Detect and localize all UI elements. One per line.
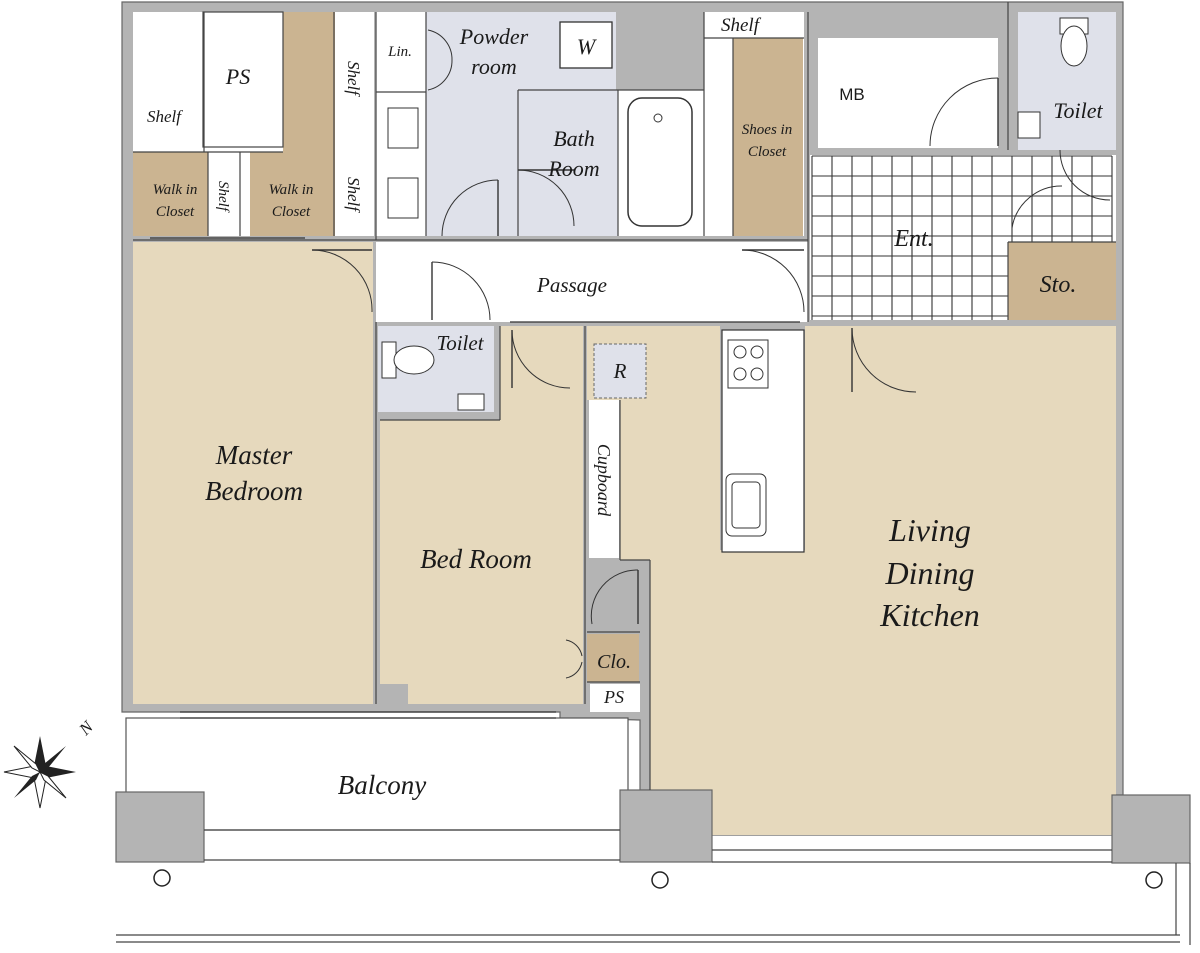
shelf-top-left xyxy=(133,82,203,152)
label-balcony: Balcony xyxy=(338,770,426,800)
label-toilet-top: Toilet xyxy=(1053,98,1103,123)
living-dining-kitchen xyxy=(587,326,1116,835)
label-powder-room-line2: room xyxy=(471,54,517,79)
label-ldk-line2: Dining xyxy=(885,555,975,591)
label-ldk-line1: Living xyxy=(888,512,971,548)
stove-icon xyxy=(727,339,769,389)
label-linen: Lin. xyxy=(387,44,412,60)
balcony-column-mid xyxy=(619,789,713,863)
balcony-column-left xyxy=(115,791,205,863)
shelf-mid xyxy=(210,152,238,236)
balcony-column-right xyxy=(1111,794,1191,864)
label-master-bedroom-line1: Master xyxy=(215,440,293,470)
label-bath-room-line1: Bath xyxy=(553,126,595,151)
ps-bottom-area xyxy=(590,684,640,712)
walk-in-closet-1 xyxy=(133,152,208,236)
label-shelf-top-left: Shelf xyxy=(147,107,183,126)
kitchen-sink-icon xyxy=(725,473,767,537)
label-ps-bottom: PS xyxy=(603,687,624,707)
compass-icon xyxy=(3,736,76,809)
label-shelf-mid: Shelf xyxy=(215,181,231,213)
washer-box xyxy=(559,21,613,69)
label-bed-room: Bed Room xyxy=(420,544,532,574)
column-marker-1 xyxy=(153,869,171,887)
balcony xyxy=(125,717,629,831)
room-labels: PS Shelf Walk in Closet Shelf Walk in Cl… xyxy=(75,15,1104,800)
label-ps-top: PS xyxy=(225,64,250,89)
column-marker-3 xyxy=(1145,871,1163,889)
label-closet-small: Clo. xyxy=(597,651,631,673)
passage xyxy=(376,242,808,322)
cupboard xyxy=(589,400,619,558)
label-walk-in-closet-2-line1: Walk in xyxy=(269,182,314,198)
vanity-sink-2-icon xyxy=(387,177,419,219)
windows xyxy=(150,237,800,719)
shelf-vertical xyxy=(336,12,374,236)
label-refrigerator: R xyxy=(613,359,627,383)
label-washer: W xyxy=(577,34,597,59)
mb-room xyxy=(818,38,998,148)
label-shoes-in-closet-line1: Shoes in xyxy=(742,122,792,138)
label-shoes-in-closet-line2: Closet xyxy=(748,144,787,160)
toilet-sink-top xyxy=(1017,111,1041,139)
column-marker-2 xyxy=(651,871,669,889)
walk-in-closet-2 xyxy=(250,12,335,236)
label-shelf-entry: Shelf xyxy=(721,15,762,36)
toilet-bowl-mid xyxy=(393,345,435,375)
label-bath-room-line2: Room xyxy=(547,156,599,181)
label-toilet-mid: Toilet xyxy=(436,331,484,355)
label-shelf-vertical-upper: Shelf xyxy=(344,61,363,97)
label-walk-in-closet-1-line2: Closet xyxy=(156,204,195,220)
vanity-sink-1-icon xyxy=(387,107,419,149)
label-storage: Sto. xyxy=(1040,272,1077,298)
shoes-in-closet xyxy=(733,38,803,236)
partitions xyxy=(133,2,1116,790)
label-master-bedroom-line2: Bedroom xyxy=(205,476,303,506)
master-bedroom xyxy=(133,242,373,704)
refrigerator-space xyxy=(593,343,647,399)
label-walk-in-closet-2-line2: Closet xyxy=(272,204,311,220)
toilet-bowl-top xyxy=(1060,25,1088,67)
label-compass-north: N xyxy=(75,716,98,739)
bath-room xyxy=(518,90,618,236)
storage xyxy=(1008,242,1116,320)
linen-closet xyxy=(376,12,426,92)
label-mb: MB xyxy=(839,85,865,104)
label-passage: Passage xyxy=(536,273,607,297)
doors xyxy=(311,29,1111,679)
label-ldk-line3: Kitchen xyxy=(879,597,980,633)
label-shelf-vertical-lower: Shelf xyxy=(344,177,363,213)
closet-small xyxy=(587,634,639,682)
label-cupboard: Cupboard xyxy=(594,444,614,517)
ps-box xyxy=(202,11,284,148)
label-powder-room-line1: Powder xyxy=(459,24,529,49)
label-entrance: Ent. xyxy=(893,226,933,252)
bathtub xyxy=(627,97,693,227)
toilet-sink-mid xyxy=(457,393,485,411)
label-walk-in-closet-1-line1: Walk in xyxy=(153,182,198,198)
bathtub-drain-icon xyxy=(653,113,663,123)
